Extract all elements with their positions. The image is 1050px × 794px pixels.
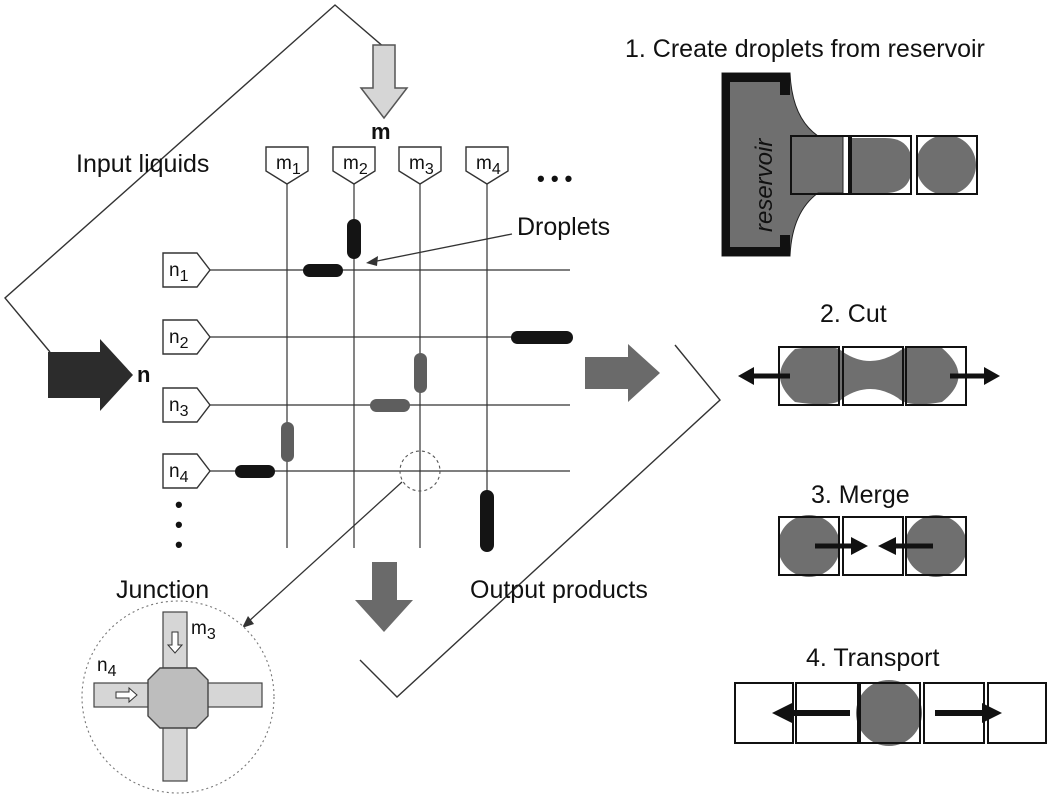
merge-droplet-left xyxy=(778,515,840,577)
row-ellipsis-2: • xyxy=(175,512,183,537)
column-tag-m2-shape xyxy=(332,146,376,185)
cut-arrow-left-icon xyxy=(738,367,754,385)
reservoir-clip-bottom xyxy=(780,235,790,256)
cut-fluid xyxy=(780,346,959,405)
create-cell-2 xyxy=(850,135,912,195)
panel-transport: 4. Transport xyxy=(734,644,1047,746)
row-ellipsis-3: • xyxy=(175,532,183,557)
merge-arrow-left-icon xyxy=(878,537,896,555)
grid-droplets xyxy=(235,219,573,552)
reservoir-wall-bottom xyxy=(722,247,790,256)
input-arrow-n xyxy=(48,339,133,411)
row-tag-n4: n4 xyxy=(169,461,189,486)
junction-center-octagon xyxy=(147,667,209,729)
n-axis-label: n xyxy=(137,362,150,387)
column-tag-m1: m1 xyxy=(276,153,301,178)
droplets-pointer-line xyxy=(371,233,513,263)
junction-n4-label: n4 xyxy=(97,655,117,680)
junction-detail: m3 n4 xyxy=(81,600,275,794)
create-cell-3-droplet xyxy=(916,135,976,195)
create-cell-3 xyxy=(916,135,978,195)
transport-arrow-right-icon xyxy=(982,703,1002,723)
m-axis-label: m xyxy=(371,119,391,144)
junction-pointer-head xyxy=(242,616,254,628)
column-tags xyxy=(265,146,509,185)
output-feed-line xyxy=(359,344,721,698)
input-feed-line-top xyxy=(4,4,386,353)
junction-pointer-line xyxy=(247,481,403,623)
transport-cell-3 xyxy=(859,682,921,744)
junction-arrow-down-icon xyxy=(166,631,184,654)
junction-title: Junction xyxy=(116,576,209,604)
panel-create: 1. Create droplets from reservoir reserv… xyxy=(625,35,985,257)
junction-arrow-right-icon xyxy=(115,686,138,704)
row-tags xyxy=(162,252,211,489)
reservoir-clip-top xyxy=(780,73,790,95)
column-tag-m4-shape xyxy=(465,146,509,185)
output-arrow-right xyxy=(585,344,660,402)
row-tag-n1: n1 xyxy=(169,260,189,285)
junction-m3-label: m3 xyxy=(191,618,216,643)
row-ellipsis-1: • xyxy=(175,492,183,517)
junction-highlight xyxy=(399,450,441,492)
column-tag-m4: m4 xyxy=(476,153,501,178)
droplet-n3-horizontal xyxy=(370,399,410,412)
merge-title: 3. Merge xyxy=(811,481,910,509)
droplet-n4-horizontal xyxy=(235,465,275,478)
droplets-label: Droplets xyxy=(517,213,610,241)
cut-arrow-right-icon xyxy=(984,367,1000,385)
cut-title: 2. Cut xyxy=(820,300,887,328)
row-tag-n2: n2 xyxy=(169,327,189,352)
reservoir-fluid xyxy=(721,72,844,257)
droplet-n2-horizontal xyxy=(511,331,573,344)
column-tag-m3: m3 xyxy=(409,153,434,178)
row-tag-n3: n3 xyxy=(169,395,189,420)
input-liquids-label: Input liquids xyxy=(76,150,209,178)
droplet-m4-vertical xyxy=(480,490,494,552)
row-tag-n4-shape xyxy=(162,453,211,489)
column-tag-m2: m2 xyxy=(343,153,368,178)
droplets-pointer-head xyxy=(366,256,378,266)
create-title: 1. Create droplets from reservoir xyxy=(625,35,985,63)
reservoir-wall-top xyxy=(722,73,790,256)
merge-arrow-right-icon xyxy=(851,537,868,555)
row-tag-n3-shape xyxy=(162,387,211,423)
merge-droplet-right xyxy=(905,515,967,577)
grid-lines xyxy=(205,178,570,548)
droplet-m2-vertical xyxy=(347,219,361,259)
droplet-m1-vertical xyxy=(281,422,294,462)
transport-droplet xyxy=(856,680,922,746)
droplet-m3-vertical xyxy=(414,353,427,393)
junction-arm-bottom xyxy=(162,724,188,782)
row-tag-n1-shape xyxy=(162,252,211,288)
transport-arrow-left-icon xyxy=(772,703,792,723)
row-tag-n2-shape xyxy=(162,319,211,355)
panel-merge: 3. Merge xyxy=(778,481,967,577)
transport-title: 4. Transport xyxy=(806,644,939,672)
junction-arm-right xyxy=(205,682,263,708)
create-cell-2-droplet xyxy=(851,138,912,193)
column-tag-m3-shape xyxy=(398,146,442,185)
reservoir-label: reservoir xyxy=(751,138,778,232)
panel-cut: 2. Cut xyxy=(738,300,1000,406)
column-tag-m1-shape xyxy=(265,146,309,185)
output-products-label: Output products xyxy=(470,576,648,604)
column-ellipsis: • • • xyxy=(537,166,572,191)
cut-cell-2 xyxy=(842,346,904,406)
create-cell-1 xyxy=(790,135,850,195)
output-arrow-down xyxy=(355,562,413,632)
input-arrow-m xyxy=(359,44,409,120)
droplet-n1-horizontal xyxy=(303,264,343,277)
